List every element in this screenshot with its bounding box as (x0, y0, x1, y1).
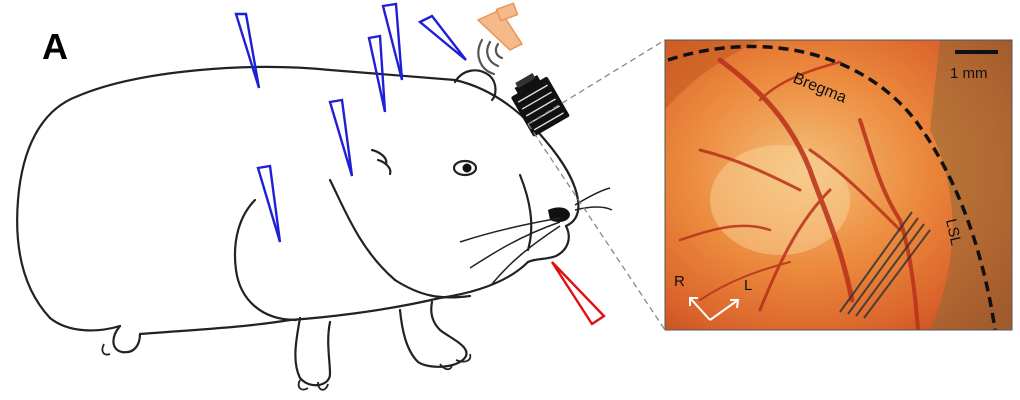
whiskers (460, 188, 612, 284)
electrode-icon (330, 100, 352, 176)
electrode-icon (236, 14, 259, 88)
paws (102, 344, 470, 390)
pupil (463, 164, 472, 173)
electrode-icon (420, 16, 466, 60)
electrode-icon (258, 166, 280, 242)
speaker-icon (478, 3, 522, 74)
axis-l-label: L (744, 277, 752, 294)
electrode-array-icon (506, 68, 570, 137)
electrodes-blue (236, 4, 466, 242)
scale-bar-label: 1 mm (950, 65, 988, 82)
electrode-icon (383, 4, 402, 80)
axis-r-label: R (674, 273, 685, 290)
guinea-pig-drawing (17, 67, 578, 385)
electrode-red-icon (552, 262, 604, 324)
cortex-photo (665, 40, 1012, 330)
